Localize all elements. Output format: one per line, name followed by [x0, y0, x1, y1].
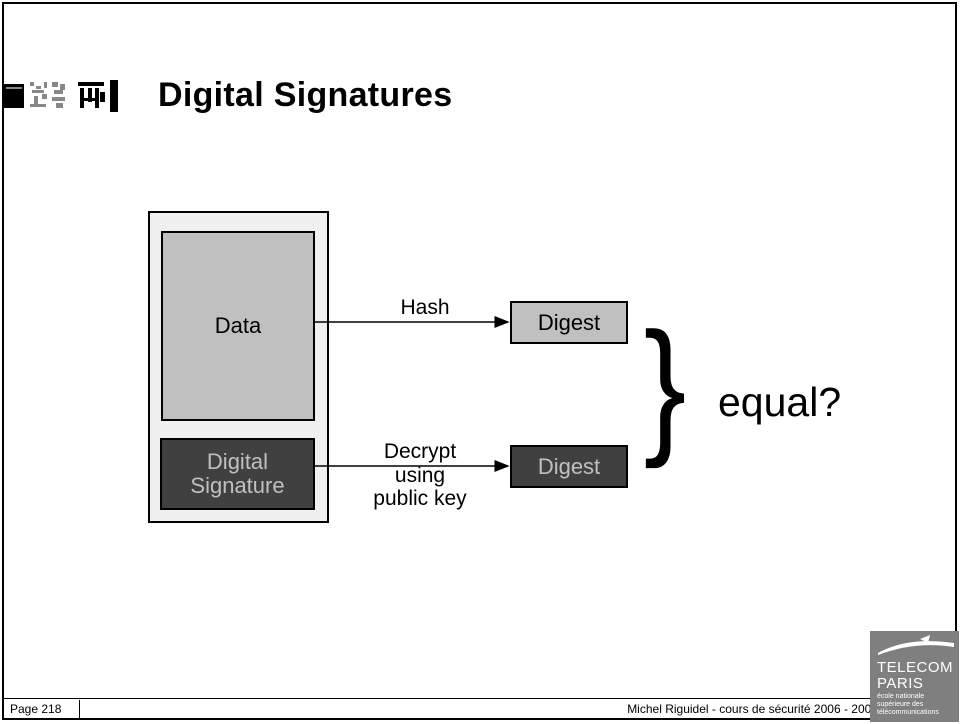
footer-credits: Michel Riguidel - cours de sécurité 2006…: [627, 702, 878, 716]
hash-label: Hash: [400, 296, 450, 319]
data-block: Data: [161, 231, 315, 421]
slide-title: Digital Signatures: [158, 76, 453, 114]
data-label: Data: [214, 313, 262, 338]
footer-divider: [2, 698, 882, 699]
decrypt-label-line2: using: [394, 463, 446, 487]
decrypt-label: Decrypt using public key: [350, 440, 490, 511]
logo-sub1: école nationale: [877, 693, 925, 700]
logo-sub2: supérieure des: [877, 701, 924, 708]
decrypt-label-line1: Decrypt: [383, 440, 457, 463]
page-number: Page 218: [4, 700, 80, 718]
telecom-paris-logo: TELECOM PARIS école nationale supérieure…: [870, 631, 959, 722]
digest-bottom-label: Digest: [537, 453, 601, 479]
logo-line1: TELECOM: [877, 659, 954, 676]
digest-top-box: Digest: [510, 301, 628, 344]
digest-top-label: Digest: [537, 309, 601, 335]
logo-subtitle: école nationale supérieure des télécommu…: [877, 693, 939, 717]
equal-label: equal?: [718, 379, 842, 425]
logo-swoosh-icon: [878, 635, 954, 655]
logo-sub3: télécommunications: [877, 709, 939, 716]
title-logo-icon: [4, 80, 118, 112]
signature-label-line2: Signature: [190, 473, 285, 498]
signature-block: Digital Signature: [160, 438, 315, 510]
comparison-brace: }: [643, 301, 687, 469]
logo-line2: PARIS: [877, 675, 924, 692]
digest-bottom-box: Digest: [510, 445, 628, 488]
decrypt-label-line3: public key: [373, 487, 467, 511]
signature-label-line1: Digital: [206, 448, 269, 474]
